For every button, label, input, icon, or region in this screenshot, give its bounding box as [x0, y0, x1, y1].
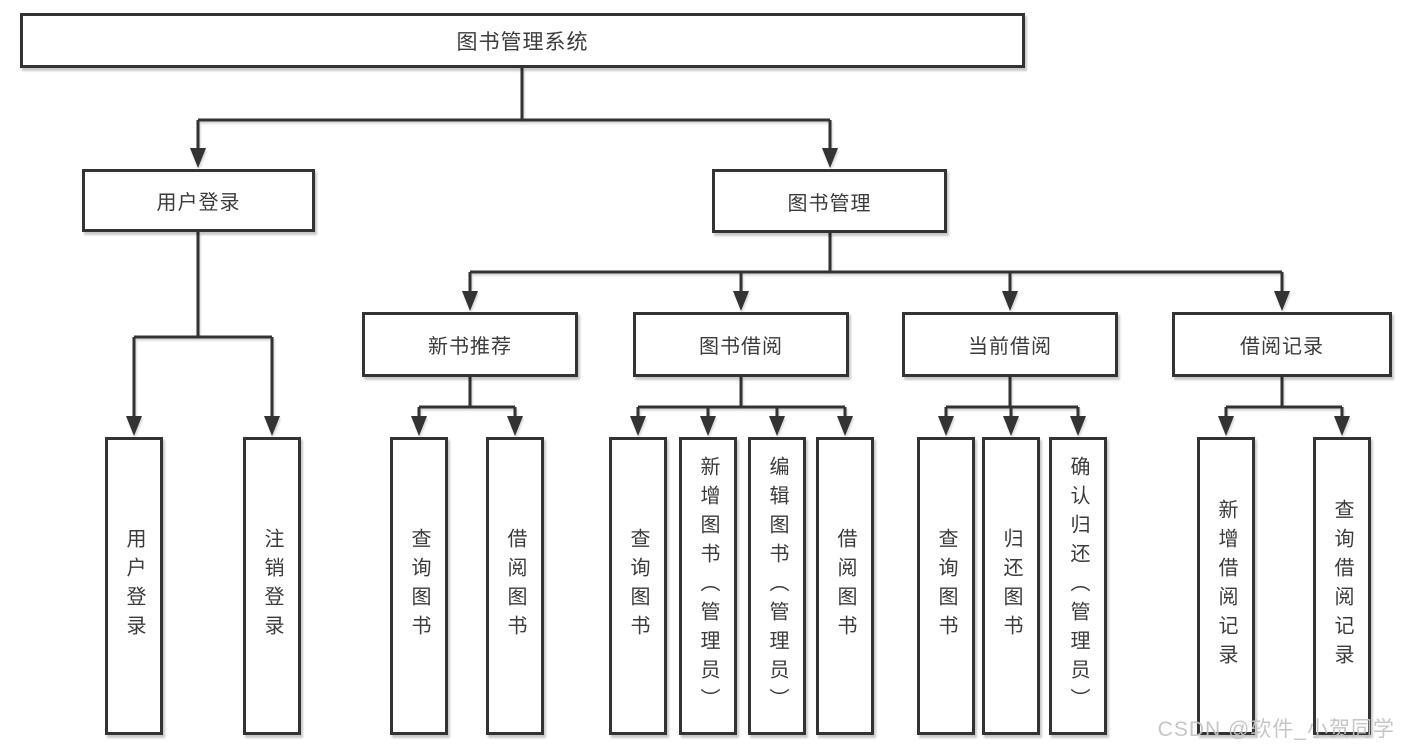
arrowhead — [126, 416, 142, 436]
arrowhead — [630, 416, 646, 436]
connector-borrowing-records-branch — [1218, 377, 1350, 436]
leaf-add-borrow-record: 新增借阅记录 — [1197, 437, 1255, 735]
arrowhead — [769, 416, 785, 436]
arrowhead — [411, 416, 427, 436]
node-borrowing-records: 借阅记录 — [1172, 312, 1392, 377]
leaf-add-books-admin: 新增图书（管理员） — [679, 437, 737, 735]
node-label: 新增图书（管理员） — [697, 455, 719, 717]
leaf-user-login: 用户登录 — [105, 437, 163, 735]
arrowhead — [837, 416, 853, 436]
arrowhead — [1002, 291, 1018, 311]
connector-current-borrowing-branch — [938, 377, 1086, 436]
node-label: 查询借阅记录 — [1331, 499, 1353, 673]
node-label: 用户登录 — [156, 192, 241, 214]
node-label: 编辑图书（管理员） — [766, 455, 788, 717]
node-library-management-system: 图书管理系统 — [20, 13, 1025, 68]
node-label: 当前借阅 — [968, 336, 1052, 358]
node-label: 新书推荐 — [428, 336, 512, 358]
leaf-query-borrow-record: 查询借阅记录 — [1313, 437, 1371, 735]
leaf-logout: 注销登录 — [243, 437, 301, 735]
leaf-query-books-borrowing: 查询图书 — [609, 437, 667, 735]
node-label: 借阅图书 — [504, 528, 526, 644]
connector-book-management-branch — [462, 233, 1290, 311]
arrowhead — [1070, 416, 1086, 436]
node-label: 图书管理系统 — [456, 30, 589, 54]
leaf-edit-books-admin: 编辑图书（管理员） — [748, 437, 806, 735]
leaf-return-books: 归还图书 — [982, 437, 1040, 735]
node-label: 图书借阅 — [699, 336, 783, 358]
arrowhead — [1218, 416, 1234, 436]
arrowhead — [1274, 291, 1290, 311]
leaf-query-books-newbook: 查询图书 — [390, 437, 448, 735]
node-label: 图书管理 — [787, 192, 872, 215]
node-label: 归还图书 — [1000, 528, 1022, 644]
arrowhead — [938, 416, 954, 436]
leaf-borrow-books-borrowing: 借阅图书 — [816, 437, 874, 735]
connector-root-to-level2 — [190, 68, 838, 168]
connector-user-login-branch — [126, 232, 280, 436]
arrowhead — [462, 291, 478, 311]
arrowhead — [1003, 416, 1019, 436]
node-label: 查询图书 — [408, 528, 430, 644]
node-label: 查询图书 — [935, 528, 957, 644]
arrowhead — [700, 416, 716, 436]
csdn-watermark: CSDN @软件_小贺同学 — [1157, 718, 1395, 741]
node-book-borrowing: 图书借阅 — [633, 312, 849, 377]
node-label: 新增借阅记录 — [1215, 499, 1237, 673]
connector-new-book-branch — [411, 377, 523, 436]
leaf-query-books-current: 查询图书 — [917, 437, 975, 735]
node-label: 借阅记录 — [1240, 336, 1324, 358]
node-label: 确认归还（管理员） — [1067, 455, 1089, 717]
node-label: 注销登录 — [261, 528, 283, 644]
node-book-management: 图书管理 — [712, 169, 947, 233]
arrowhead — [190, 148, 206, 168]
node-user-login: 用户登录 — [82, 169, 315, 232]
leaf-borrow-books-newbook: 借阅图书 — [486, 437, 544, 735]
node-new-book-recommendation: 新书推荐 — [362, 312, 578, 377]
connector-book-borrowing-branch — [630, 377, 853, 436]
arrowhead — [733, 291, 749, 311]
arrowhead — [264, 416, 280, 436]
node-label: 借阅图书 — [834, 528, 856, 644]
arrowhead — [822, 148, 838, 168]
leaf-confirm-return-admin: 确认归还（管理员） — [1049, 437, 1107, 735]
node-label: 查询图书 — [627, 528, 649, 644]
arrowhead — [507, 416, 523, 436]
arrowhead — [1334, 416, 1350, 436]
node-label: 用户登录 — [123, 528, 145, 644]
node-current-borrowing: 当前借阅 — [902, 312, 1118, 377]
